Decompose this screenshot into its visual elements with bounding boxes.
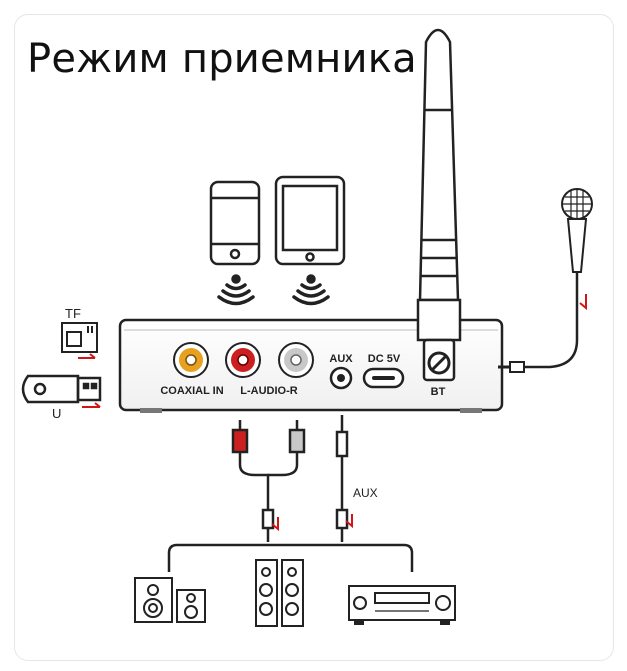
- audio-left-jack: [225, 342, 261, 378]
- dc-label: DC 5V: [368, 353, 401, 365]
- tf-insert-arrow: [78, 353, 96, 359]
- tf-card-icon: [61, 322, 98, 353]
- aux-jack: [329, 366, 353, 390]
- aux-cable: [335, 415, 349, 542]
- usb-stick-icon: [21, 374, 102, 404]
- usb-insert-arrow: [82, 402, 101, 408]
- tower-speakers-icon: [255, 559, 304, 627]
- coaxial-jack: [173, 342, 209, 378]
- av-receiver-icon: [348, 585, 456, 625]
- l-audio-r-label: L-AUDIO-R: [240, 385, 297, 397]
- tablet-icon: [274, 175, 346, 266]
- smartphone-icon: [209, 180, 261, 266]
- wireless-signal-icon: [292, 274, 330, 306]
- mic-cable-arrow: [579, 294, 587, 311]
- microphone-icon: [498, 188, 593, 373]
- aux-label: AUX: [329, 353, 353, 365]
- tf-label: TF: [65, 306, 81, 321]
- rca-cable: [231, 420, 306, 542]
- u-label: U: [52, 406, 61, 421]
- audio-right-jack: [278, 342, 314, 378]
- bt-label: BT: [431, 386, 446, 398]
- aux-cable-label: AUX: [353, 486, 378, 500]
- page-title: Режим приемника: [27, 36, 417, 82]
- rca-cable-arrow: [271, 517, 279, 532]
- aux-cable-arrow: [345, 514, 353, 529]
- output-bracket: [167, 543, 414, 572]
- wireless-signal-icon: [217, 274, 255, 306]
- coaxial-label: COAXIAL IN: [160, 385, 223, 397]
- antenna-icon: [416, 28, 462, 382]
- bookshelf-speakers-icon: [134, 577, 206, 623]
- dc-port: [362, 367, 405, 389]
